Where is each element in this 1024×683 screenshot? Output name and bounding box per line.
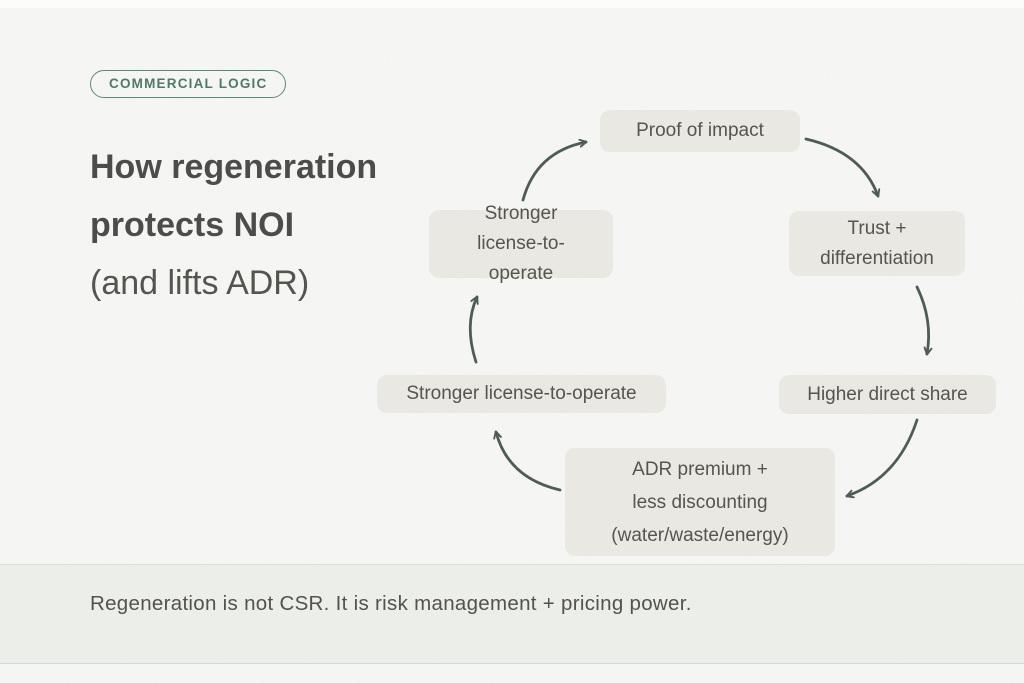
node-label-line: Trust +: [847, 217, 907, 239]
title-line-3: (and lifts ADR): [90, 264, 310, 302]
node-label: Stronger license-to-operate: [406, 383, 637, 404]
arrow-proof-to-trust: [804, 137, 881, 198]
node-higher-direct-share: Higher direct share: [779, 375, 996, 414]
arrow-trust-to-direct: [915, 285, 933, 356]
arrow-adr-to-license-bottom: [493, 430, 562, 492]
arrow-license-bottom-to-top: [468, 295, 479, 364]
node-trust-differentiation: Trust + differentiation: [789, 211, 965, 276]
slide-title: How regeneration protects NOI (and lifts…: [90, 138, 450, 312]
arrow-direct-to-adr: [845, 418, 919, 499]
title-line-1: How regeneration: [90, 148, 378, 186]
node-proof-of-impact: Proof of impact: [600, 110, 800, 152]
node-label: Higher direct share: [807, 383, 968, 405]
node-label-line: Stronger: [484, 203, 558, 224]
node-stronger-license-to-operate-bottom: Stronger license-to-operate: [377, 375, 666, 413]
node-label-line: (water/waste/energy): [611, 524, 789, 546]
node-adr-premium: ADR premium + less discounting (water/wa…: [565, 448, 835, 556]
title-line-2: protects NOI: [90, 206, 295, 244]
commercial-logic-badge: COMMERCIAL LOGIC: [90, 70, 287, 98]
arrow-license-top-to-proof: [521, 138, 588, 202]
node-label-line: ADR premium +: [632, 458, 768, 480]
node-label-line: license-to-operate: [477, 233, 565, 284]
footer-tagline: Regeneration is not CSR. It is risk mana…: [90, 592, 692, 615]
node-stronger-license-to-operate-top: Stronger license-to-operate: [429, 203, 613, 284]
node-label-line: differentiation: [820, 247, 934, 269]
node-label-line: less discounting: [632, 491, 768, 513]
top-light-band: [0, 0, 1024, 8]
node-label: Proof of impact: [636, 120, 764, 141]
